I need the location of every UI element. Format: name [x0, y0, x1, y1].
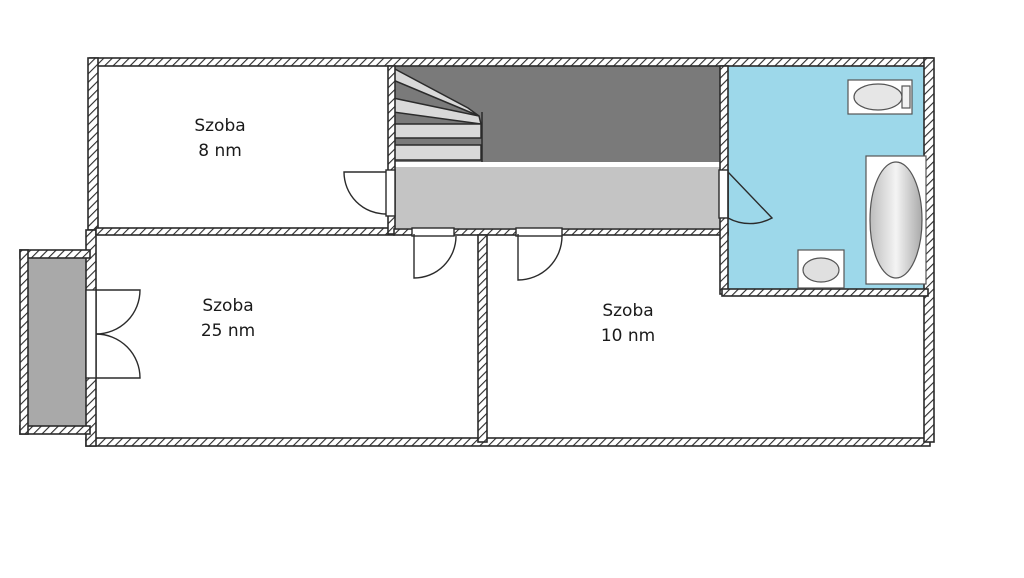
- room-area: 25 nm: [200, 321, 256, 341]
- room-name: Szoba: [602, 301, 654, 321]
- staircase: [392, 66, 483, 162]
- corridor-area: [395, 167, 722, 228]
- room-label-large: Szoba 25 nm: [168, 294, 288, 344]
- room-area: 10 nm: [600, 326, 656, 346]
- balcony-area: [26, 258, 86, 426]
- toilet-icon: [847, 79, 913, 115]
- sink-icon: [797, 249, 845, 289]
- room-area: 8 nm: [198, 141, 242, 161]
- doors: [85, 169, 774, 379]
- room-name: Szoba: [194, 116, 246, 136]
- room-name: Szoba: [202, 296, 254, 316]
- bathtub-icon: [865, 155, 927, 285]
- room-label-small: Szoba 8 nm: [160, 114, 280, 164]
- room-label-mid: Szoba 10 nm: [568, 299, 688, 349]
